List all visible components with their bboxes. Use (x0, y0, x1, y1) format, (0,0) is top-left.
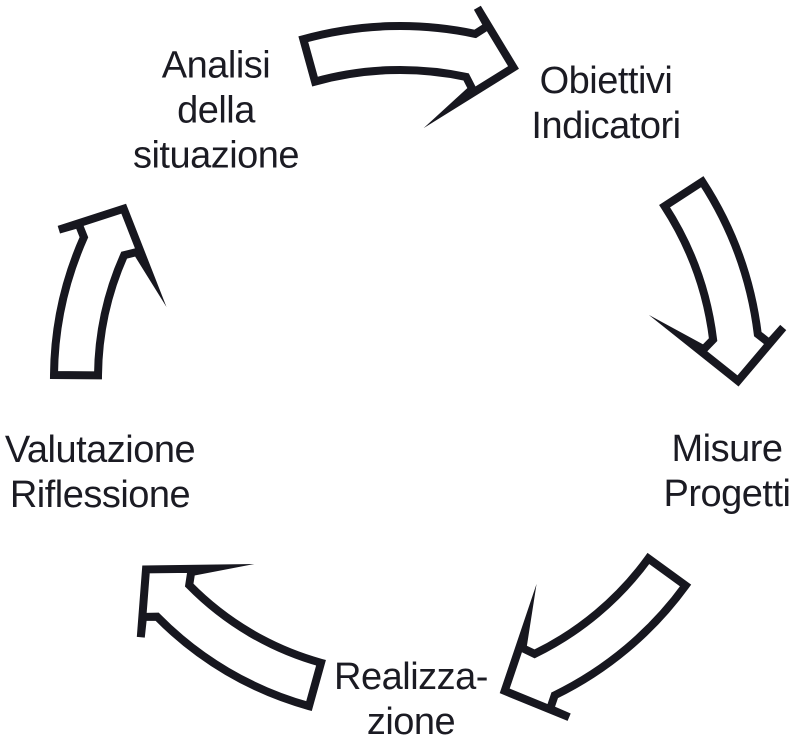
curved-arrow-realizzazione-to-valutazione (136, 564, 326, 712)
stage-label-valutazione: Valutazione Riflessione (4, 429, 196, 516)
stage-label-obiettivi: Obiettivi Indicatori (531, 60, 681, 147)
curved-arrow-misure-to-realizzazione (499, 552, 692, 721)
curved-arrow-analisi-to-obiettivi (298, 5, 519, 129)
stage-label-analisi: Analisi della situazione (132, 44, 300, 177)
curved-arrow-obiettivi-to-misure (648, 176, 787, 387)
stage-label-misure: Misure Progetti (663, 428, 791, 515)
curved-arrow-valutazione-to-analisi (49, 203, 167, 380)
stage-label-realizzazione: Realizza- zione (334, 656, 488, 743)
